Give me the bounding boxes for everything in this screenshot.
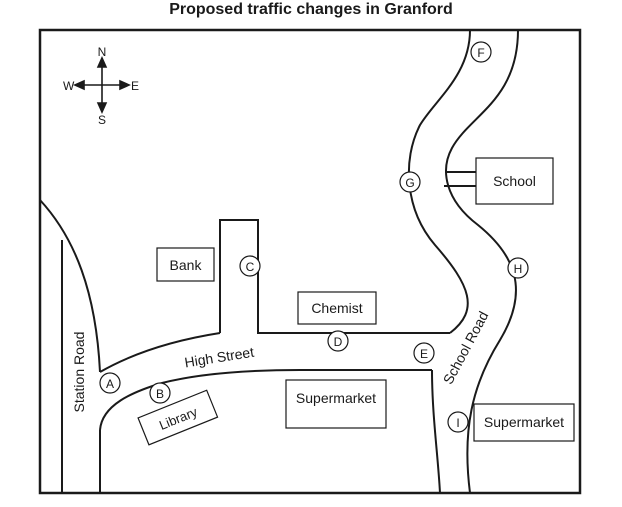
bank-label: Bank xyxy=(170,257,203,273)
supermarket-center-label: Supermarket xyxy=(296,390,376,406)
supermarket-right-label: Supermarket xyxy=(484,414,564,430)
point-f-label: F xyxy=(477,46,484,60)
point-e-label: E xyxy=(420,347,428,361)
point-b-label: B xyxy=(156,387,164,401)
point-e-marker: E xyxy=(413,342,435,364)
point-h-marker: H xyxy=(507,257,529,279)
point-c-marker: C xyxy=(239,255,261,277)
station-road xyxy=(39,199,101,493)
point-i-label: I xyxy=(456,416,459,430)
compass-e-label: E xyxy=(131,79,139,93)
school-label: School xyxy=(493,173,536,189)
high-street xyxy=(99,219,450,431)
point-f-marker: F xyxy=(470,41,492,63)
point-d-label: D xyxy=(334,335,343,349)
page-title: Proposed traffic changes in Granford xyxy=(169,1,453,18)
point-i-marker: I xyxy=(447,411,469,433)
school-building: School xyxy=(475,157,554,205)
point-g-marker: G xyxy=(399,171,421,193)
station-road-label: Station Road xyxy=(71,332,87,413)
supermarket-right-building: Supermarket xyxy=(473,403,575,442)
compass-n-label: N xyxy=(98,45,107,59)
library-building: Library xyxy=(137,389,219,446)
high-street-label: High Street xyxy=(183,344,255,371)
chemist-label: Chemist xyxy=(311,300,362,316)
point-h-label: H xyxy=(514,262,523,276)
supermarket-center-building: Supermarket xyxy=(285,379,387,429)
point-b-marker: B xyxy=(149,382,171,404)
point-c-label: C xyxy=(246,260,255,274)
point-a-label: A xyxy=(106,377,114,391)
compass-w-label: W xyxy=(63,79,75,93)
compass-icon xyxy=(73,56,131,114)
point-a-marker: A xyxy=(99,372,121,394)
point-d-marker: D xyxy=(327,330,349,352)
point-g-label: G xyxy=(405,176,414,190)
chemist-building: Chemist xyxy=(297,291,377,325)
map-frame xyxy=(38,28,582,495)
compass-s-label: S xyxy=(98,113,106,127)
school-road-label: School Road xyxy=(440,309,492,387)
bank-building: Bank xyxy=(156,247,215,282)
